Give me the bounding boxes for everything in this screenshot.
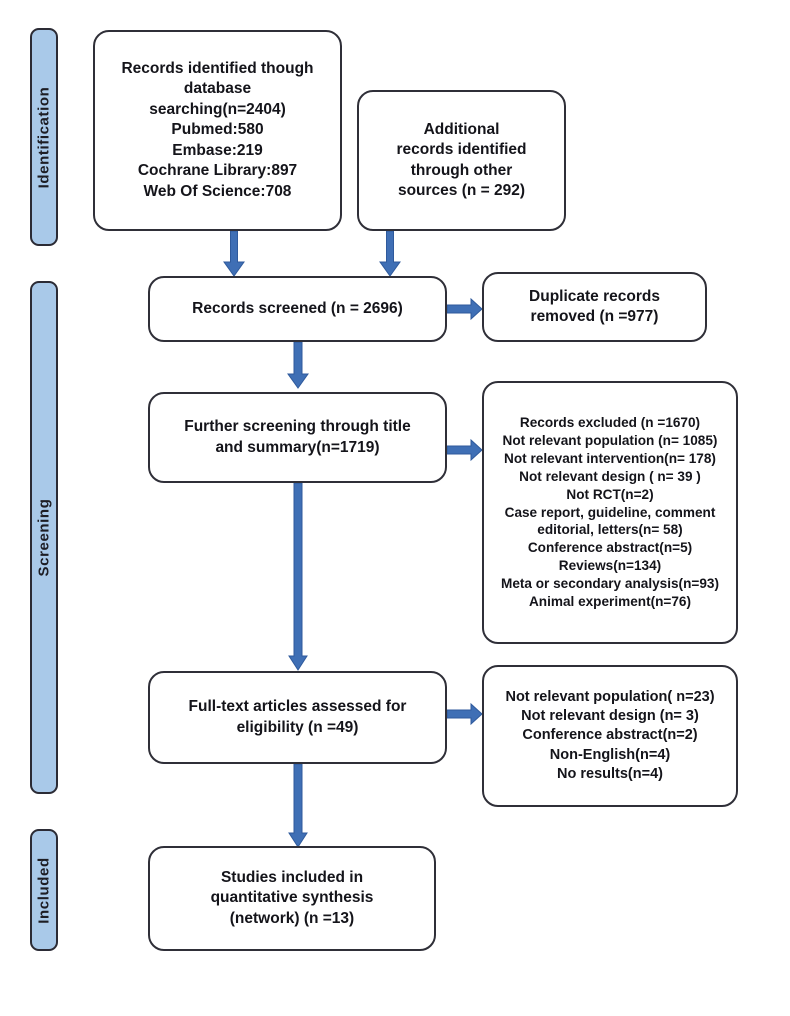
box-line: Not RCT(n=2) (566, 486, 654, 502)
box-studies-included: Studies included in quantitative synthes… (148, 846, 436, 951)
box-line: and summary(n=1719) (215, 438, 380, 456)
phase-bar-identification: Identification (30, 28, 58, 246)
box-fulltext-excluded: Not relevant population( n=23) Not relev… (482, 665, 738, 807)
phase-bar-screening: Screening (30, 281, 58, 794)
box-line: Not relevant population( n=23) (505, 689, 715, 706)
box-line: through other (410, 161, 513, 179)
box-line: Web Of Science:708 (143, 182, 292, 200)
box-records-screened: Records screened (n = 2696) (148, 276, 447, 342)
box-line: (network) (n =13) (229, 909, 355, 927)
arrow-database-to-screened (222, 231, 246, 277)
box-line: editorial, letters(n= 58) (537, 522, 683, 538)
box-line: records identified (396, 141, 527, 159)
box-line: Cochrane Library:897 (137, 162, 298, 180)
arrow-screened-to-duplicates (447, 297, 483, 321)
box-line: Conference abstract(n=5) (527, 540, 693, 556)
box-duplicates-removed: Duplicate records removed (n =977) (482, 272, 707, 342)
box-line: Records identified though (121, 59, 314, 77)
arrow-further-screening-to-excluded (447, 438, 483, 462)
box-line: Not relevant intervention(n= 178) (504, 450, 716, 466)
box-line: Embase:219 (172, 141, 263, 159)
box-line: Conference abstract(n=2) (522, 727, 698, 744)
box-line: Records excluded (n =1670) (519, 414, 701, 430)
box-line: database (183, 80, 252, 98)
phase-label-included: Included (35, 856, 53, 924)
box-line: Meta or secondary analysis(n=93) (501, 576, 719, 592)
phase-label-screening: Screening (35, 498, 53, 577)
box-line: Not relevant population (n= 1085) (502, 432, 718, 448)
box-records-excluded: Records excluded (n =1670) Not relevant … (482, 381, 738, 644)
box-line: Non-English(n=4) (549, 746, 671, 763)
arrow-fulltext-to-excluded (447, 702, 483, 726)
box-line: searching(n=2404) (149, 100, 286, 118)
phase-label-identification: Identification (35, 86, 53, 188)
box-fulltext-assessed: Full-text articles assessed for eligibil… (148, 671, 447, 764)
box-database-records: Records identified though database searc… (93, 30, 342, 231)
box-line: Duplicate records (529, 287, 660, 305)
box-line: eligibility (n =49) (236, 718, 359, 736)
box-line: Additional (423, 120, 500, 138)
box-line: Pubmed:580 (171, 121, 264, 139)
arrow-additional-to-screened (378, 231, 402, 277)
box-line: quantitative synthesis (210, 889, 374, 907)
box-line: No results(n=4) (557, 765, 663, 782)
box-line: Reviews(n=134) (558, 558, 662, 574)
box-line: Not relevant design (n= 3) (521, 708, 699, 725)
box-line: Case report, guideline, comment (504, 504, 716, 520)
box-line: sources (n = 292) (397, 181, 526, 199)
box-line: Records screened (n = 2696) (192, 299, 403, 317)
box-line: Full-text articles assessed for (188, 698, 407, 716)
phase-bar-included: Included (30, 829, 58, 951)
box-line: Animal experiment(n=76) (528, 594, 692, 610)
arrow-fulltext-to-included (288, 764, 308, 848)
arrow-screened-to-further-screening (286, 342, 310, 389)
arrow-further-screening-to-fulltext (288, 483, 308, 671)
box-additional-records: Additional records identified through ot… (357, 90, 566, 231)
box-further-screening: Further screening through title and summ… (148, 392, 447, 483)
box-line: Not relevant design ( n= 39 ) (519, 468, 701, 484)
box-line: removed (n =977) (530, 308, 659, 325)
box-line: Studies included in (220, 868, 364, 886)
box-line: Further screening through title (184, 418, 411, 436)
